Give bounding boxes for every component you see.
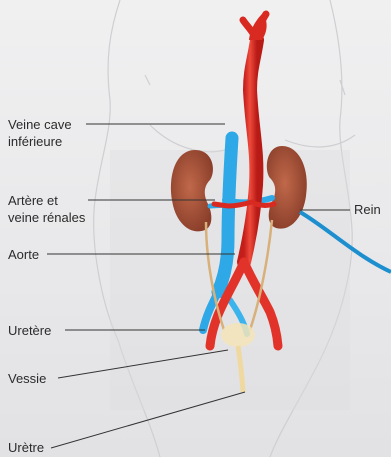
label-ureter: Uretère bbox=[8, 323, 51, 339]
bladder bbox=[221, 323, 255, 347]
label-ivc-line2: inférieure bbox=[8, 134, 62, 150]
label-renal-line1: Artère et bbox=[8, 193, 58, 209]
label-bladder: Vessie bbox=[8, 371, 46, 387]
label-kidney: Rein bbox=[354, 202, 381, 218]
label-renal-line2: veine rénales bbox=[8, 210, 85, 226]
label-urethra: Urètre bbox=[8, 440, 44, 456]
label-aorta: Aorte bbox=[8, 247, 39, 263]
label-ivc-line1: Veine cave bbox=[8, 117, 72, 133]
